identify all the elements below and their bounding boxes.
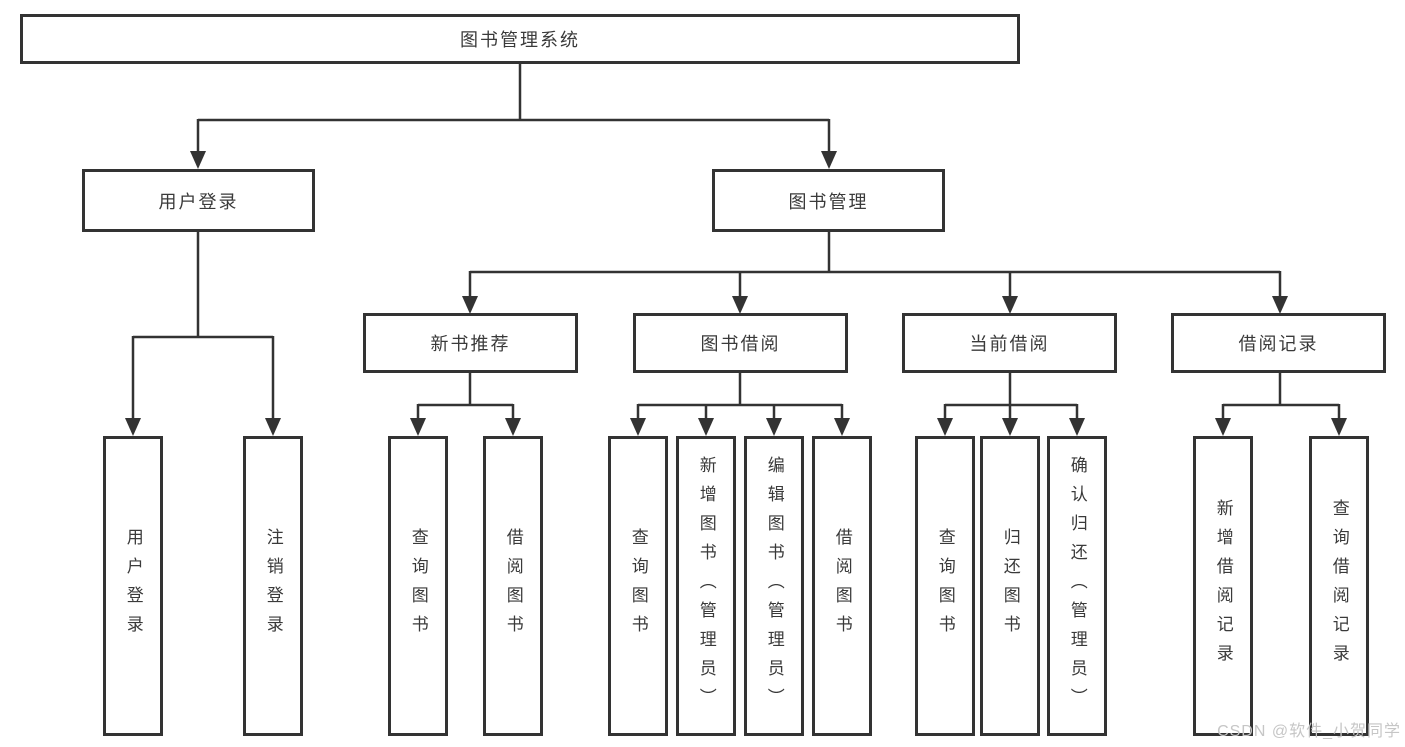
arrowhead-icon	[1215, 418, 1231, 436]
node-current-borrow: 当前借阅	[902, 313, 1117, 373]
leaf-label: 归还图书	[1000, 528, 1020, 644]
leaf-label: 借阅图书	[503, 528, 523, 644]
leaf-user-login: 用户登录	[103, 436, 163, 736]
connector-bookborrow-to-leaves	[636, 373, 844, 421]
leaf-bookborrow-edit: 编辑图书（管理员）	[744, 436, 804, 736]
arrowhead-icon	[265, 418, 281, 436]
node-book-borrow-label: 图书借阅	[700, 334, 781, 354]
arrowhead-icon	[1272, 296, 1288, 314]
leaf-logout: 注销登录	[243, 436, 303, 736]
leaf-newbooks-borrow: 借阅图书	[483, 436, 543, 736]
connector-currentborrow-to-leaves	[943, 373, 1079, 421]
leaf-currentborrow-query: 查询图书	[915, 436, 975, 736]
leaf-label: 编辑图书（管理员）	[764, 455, 784, 717]
node-borrow-records-label: 借阅记录	[1238, 334, 1319, 354]
node-current-borrow-label: 当前借阅	[969, 334, 1050, 354]
arrowhead-icon	[410, 418, 426, 436]
connector-root-to-level2	[196, 64, 831, 153]
arrowhead-icon	[821, 151, 837, 169]
arrowhead-icon	[698, 418, 714, 436]
arrowhead-icon	[834, 418, 850, 436]
node-book-mgmt: 图书管理	[712, 169, 945, 232]
leaf-bookborrow-add: 新增图书（管理员）	[676, 436, 736, 736]
node-user-login-label: 用户登录	[158, 191, 239, 212]
leaf-label: 注销登录	[263, 528, 283, 644]
leaf-label: 查询图书	[408, 528, 428, 644]
leaf-currentborrow-return: 归还图书	[980, 436, 1040, 736]
leaf-currentborrow-confirm: 确认归还（管理员）	[1047, 436, 1107, 736]
connector-userlogin-to-leaves	[131, 232, 275, 420]
node-book-borrow: 图书借阅	[633, 313, 848, 373]
arrowhead-icon	[1331, 418, 1347, 436]
node-book-mgmt-label: 图书管理	[788, 191, 869, 212]
leaf-label: 确认归还（管理员）	[1067, 455, 1087, 717]
leaf-label: 新增借阅记录	[1213, 499, 1233, 673]
node-borrow-records: 借阅记录	[1171, 313, 1386, 373]
node-user-login: 用户登录	[82, 169, 315, 232]
arrowhead-icon	[1002, 296, 1018, 314]
arrowhead-icon	[732, 296, 748, 314]
leaf-label: 用户登录	[123, 528, 143, 644]
arrowhead-icon	[462, 296, 478, 314]
node-new-books-label: 新书推荐	[430, 334, 511, 354]
node-root-label: 图书管理系统	[460, 30, 580, 50]
leaf-bookborrow-borrow: 借阅图书	[812, 436, 872, 736]
node-new-books: 新书推荐	[363, 313, 578, 373]
leaf-records-add: 新增借阅记录	[1193, 436, 1253, 736]
connector-newbooks-to-leaves	[416, 373, 515, 421]
node-root: 图书管理系统	[20, 14, 1020, 64]
leaf-label: 查询图书	[628, 528, 648, 644]
leaf-label: 借阅图书	[832, 528, 852, 644]
connector-records-to-leaves	[1221, 373, 1341, 421]
leaf-label: 查询图书	[935, 528, 955, 644]
leaf-bookborrow-query: 查询图书	[608, 436, 668, 736]
arrowhead-icon	[766, 418, 782, 436]
arrowhead-icon	[1069, 418, 1085, 436]
leaf-newbooks-query: 查询图书	[388, 436, 448, 736]
csdn-watermark: CSDN @软件_小贺同学	[1217, 723, 1401, 740]
arrowhead-icon	[125, 418, 141, 436]
arrowhead-icon	[190, 151, 206, 169]
leaf-records-query: 查询借阅记录	[1309, 436, 1369, 736]
connector-bookmgmt-to-sections	[468, 232, 1282, 300]
leaf-label: 新增图书（管理员）	[696, 455, 716, 717]
arrowhead-icon	[630, 418, 646, 436]
arrowhead-icon	[937, 418, 953, 436]
leaf-label: 查询借阅记录	[1329, 499, 1349, 673]
arrowhead-icon	[505, 418, 521, 436]
arrowhead-icon	[1002, 418, 1018, 436]
